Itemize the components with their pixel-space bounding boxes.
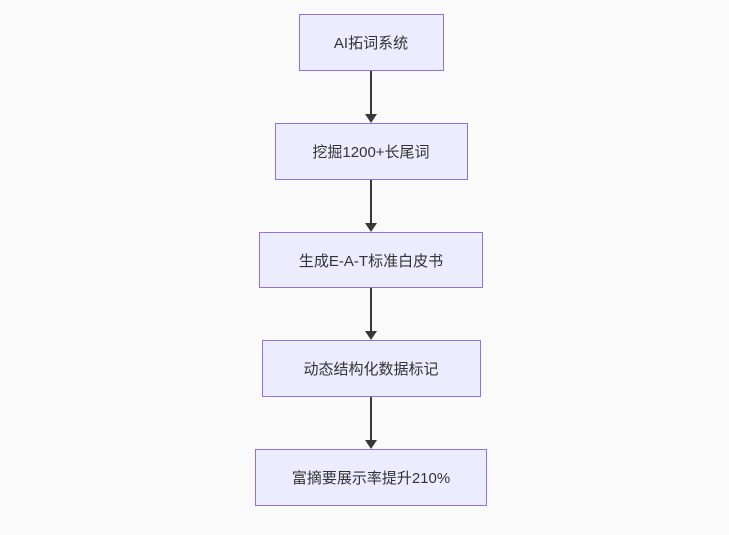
arrow-down-icon [365,223,377,232]
flow-edge-4 [365,397,377,449]
flow-edge-1 [365,71,377,123]
arrow-down-icon [365,114,377,123]
flow-node-structured-data-markup: 动态结构化数据标记 [261,340,481,397]
flow-edge-2 [365,180,377,232]
arrow-line [370,180,372,224]
flow-node-rich-snippet-result: 富摘要展示率提升210% [255,449,487,506]
arrow-line [370,397,372,441]
flow-node-longtail-mining: 挖掘1200+长尾词 [274,123,468,180]
flow-node-eat-whitepaper: 生成E-A-T标准白皮书 [259,232,483,288]
arrow-down-icon [365,331,377,340]
flow-node-ai-word-system: AI拓词系统 [298,14,444,71]
arrow-line [370,288,372,332]
arrow-down-icon [365,440,377,449]
arrow-line [370,71,372,115]
flow-edge-3 [365,288,377,340]
